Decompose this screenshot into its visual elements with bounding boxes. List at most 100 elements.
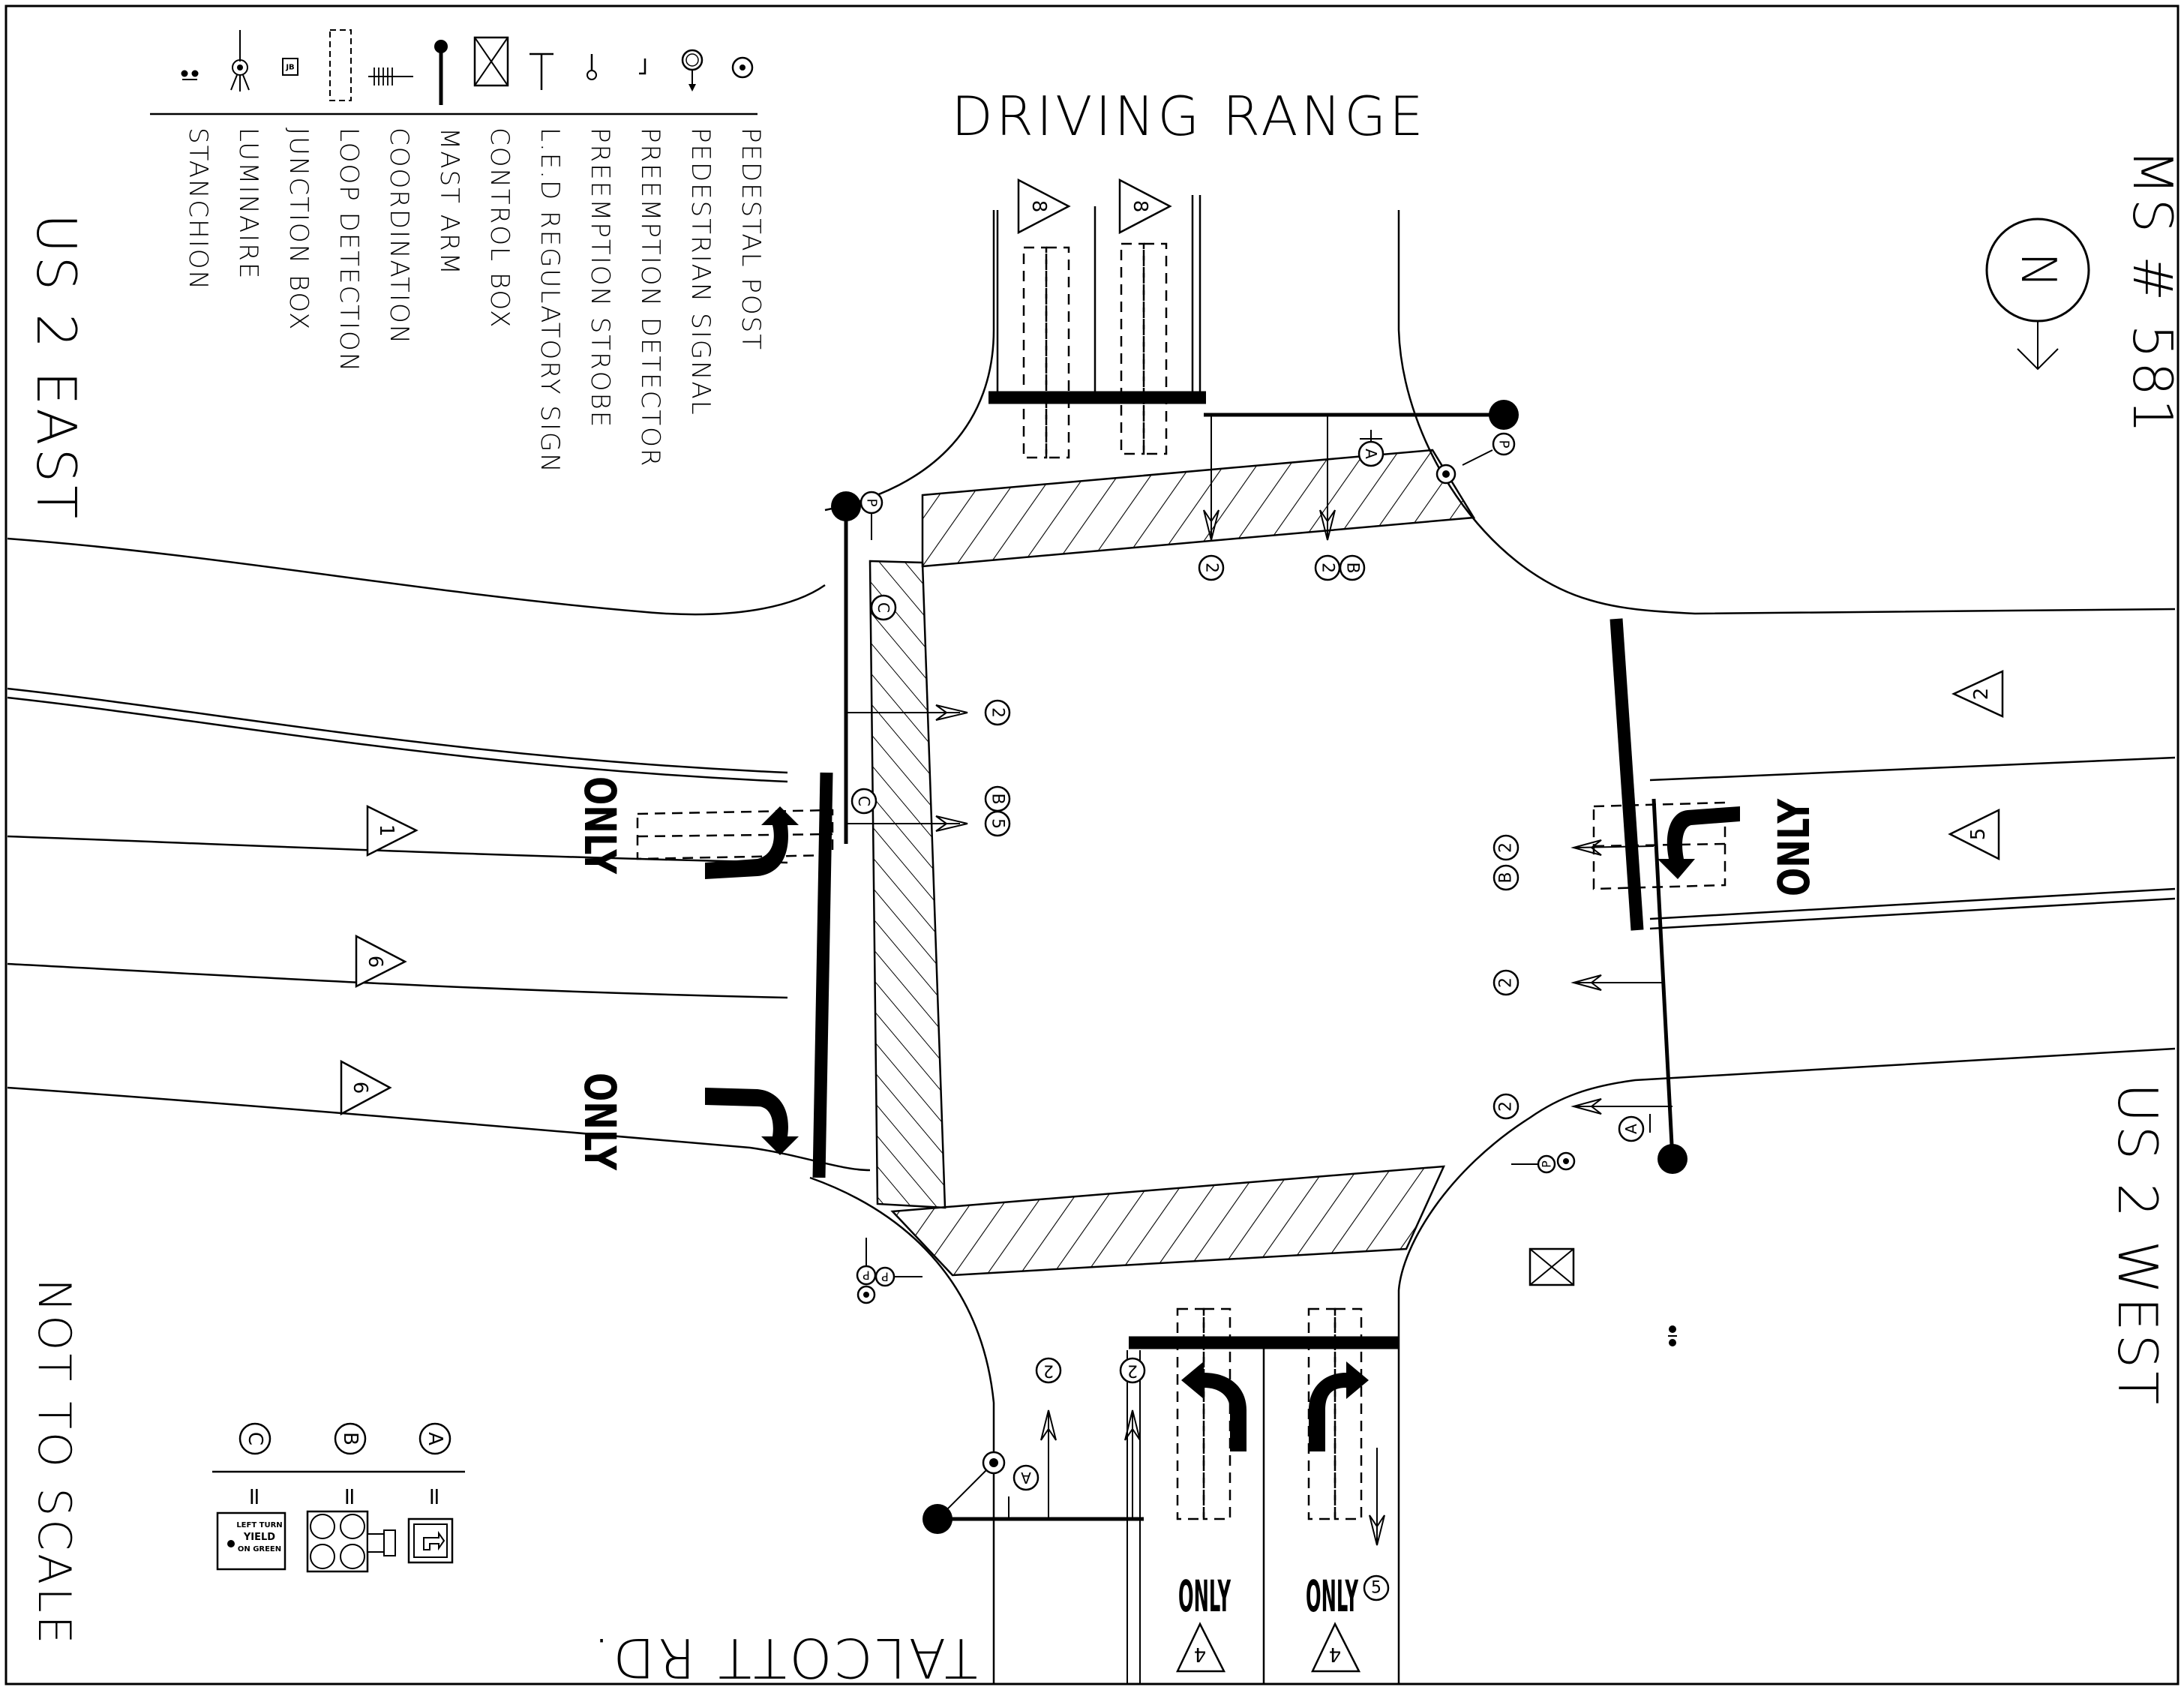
phase-number: 5 [1967, 828, 1990, 841]
junction-box-icon: JB [282, 58, 298, 76]
signal-label: B [1497, 872, 1516, 883]
signal-head-callouts: 2 2 B 2 5 B 2 B 2 2 2 2 5 [984, 554, 1520, 1601]
key-equals-a: = [421, 1487, 449, 1507]
led-turn-sign-icon [407, 1517, 454, 1564]
phase-number: 6 [349, 1082, 371, 1094]
loop-detection-icon [329, 29, 352, 101]
luminaire-icon [230, 30, 250, 92]
sign-text-line-2: YIELD [243, 1532, 275, 1543]
legend-label-10: LUMINAIRE [233, 128, 263, 280]
control-box-placed [1528, 1247, 1575, 1286]
stanchion-placed [1668, 1325, 1677, 1346]
stop-bars [812, 391, 1644, 1349]
mast-arm-pole [1658, 1144, 1688, 1174]
phase-number: 8 [1028, 200, 1050, 213]
junction-box-code: JB [285, 64, 294, 72]
sign-label: A [1362, 449, 1380, 459]
legend-label-3: PREEMPTION STROBE [585, 128, 615, 428]
key-equals-b: = [336, 1487, 364, 1507]
only-marking: ONLY [1306, 1571, 1358, 1622]
mast-arms [831, 400, 1688, 1534]
pedestal-post-icon [731, 56, 754, 79]
sign-label: A [1622, 1124, 1640, 1134]
legend-label-9: JUNCTION BOX [284, 128, 314, 331]
signal-label: 5 [1371, 1579, 1382, 1598]
coordination-icon [368, 68, 413, 86]
equipment-callouts: A C C A A P P P P P [850, 430, 1651, 1520]
phase-number: 4 [1194, 1643, 1207, 1665]
legend-label-0: PEDESTAL POST [736, 128, 766, 351]
stanchion-icon [181, 70, 199, 80]
us-2-west-label: US 2 WEST [2106, 1083, 2169, 1407]
key-equals-c: = [241, 1487, 269, 1507]
signal-label: 2 [1127, 1361, 1138, 1380]
us-2-east-label: US 2 EAST [25, 214, 88, 521]
signal-label: 5 [988, 818, 1007, 829]
sign-label: C [855, 796, 873, 806]
regulatory-sign-icon [530, 53, 554, 90]
phase-number: 4 [1329, 1643, 1342, 1665]
ped-label: P [1540, 1160, 1554, 1168]
legend: PEDESTAL POST PEDESTRIAN SIGNAL PREEMPTION… [150, 29, 766, 474]
sheet-border [4, 5, 2180, 1685]
signal-label: B [1343, 562, 1362, 573]
control-box-icon [473, 36, 509, 87]
phase-number: 8 [1129, 200, 1151, 213]
key-letter-b: B [339, 1432, 362, 1445]
phase-triangles: 8 8 2 5 1 6 6 4 4 [340, 178, 2004, 1673]
signal-label: 2 [1202, 563, 1221, 573]
signal-label: 2 [1497, 1101, 1516, 1112]
phase-number: 2 [1970, 688, 1993, 701]
signal-label: B [988, 793, 1007, 804]
signal-label: 2 [988, 707, 1007, 718]
only-marking: ONLY [574, 776, 626, 875]
pedestrian-signal-icon [681, 49, 704, 92]
talcott-rd-label: TALCOTT RD. [590, 1626, 978, 1689]
loop-detectors [636, 242, 1726, 1520]
ped-label: P [881, 1270, 889, 1284]
signal-head-arrows [935, 509, 1602, 1546]
phase-number: 1 [375, 824, 398, 837]
signal-label: 2 [1497, 977, 1516, 988]
only-marking: ONLY [574, 1073, 626, 1171]
legend-label-1: PEDESTRIAN SIGNAL [686, 128, 716, 416]
ms-581-label: MS # 581 [2121, 149, 2184, 436]
legend-label-4: L.E.D REGULATORY SIGN [535, 128, 565, 474]
sign-text-line-3: ON GREEN [238, 1545, 281, 1553]
ped-label: P [862, 1268, 870, 1283]
turn-arrows [705, 806, 1740, 1451]
four-section-signal-icon [306, 1510, 396, 1573]
key-letter-a: A [424, 1432, 446, 1445]
north-letter: N [2010, 252, 2066, 288]
legend-label-2: PREEMPTION DETECTOR [635, 128, 665, 468]
ped-label: P [864, 499, 880, 507]
sign-label: A [1021, 1469, 1031, 1487]
legend-label-8: LOOP DETECTION [334, 128, 364, 373]
only-marking: ONLY [1768, 798, 1820, 896]
legend-label-7: COORDINATION [384, 128, 414, 345]
preemption-strobe-icon [586, 54, 597, 80]
ped-label: P [1496, 440, 1512, 449]
only-marking: ONLY [1178, 1571, 1231, 1622]
driving-range-label: DRIVING RANGE [951, 85, 1426, 148]
signal-label: 2 [1497, 842, 1516, 853]
road-edges [7, 195, 2176, 1684]
phase-number: 6 [364, 956, 386, 968]
sign-label: C [874, 602, 892, 613]
legend-label-11: STANCHION [183, 128, 213, 291]
legend-label-6: MAST ARM [434, 128, 464, 276]
mast-arm-icon [434, 40, 448, 105]
mast-arm-pole [1489, 400, 1519, 430]
crosswalks [868, 449, 1476, 1277]
north-arrow: N [1985, 218, 2090, 371]
legend-label-5: CONTROL BOX [484, 128, 514, 329]
signal-label: 2 [1043, 1361, 1054, 1380]
mast-arm-pole [831, 491, 861, 521]
key-letter-c: C [244, 1432, 266, 1445]
signal-label: 2 [1318, 563, 1337, 573]
preemption-detector-icon [639, 59, 646, 75]
sign-text-line-1: LEFT TURN [236, 1521, 282, 1529]
sign-key: A B C = = = LEFT TURN YIELD ON GREEN [212, 1422, 465, 1573]
not-to-scale-note: NOT TO SCALE [28, 1278, 80, 1646]
